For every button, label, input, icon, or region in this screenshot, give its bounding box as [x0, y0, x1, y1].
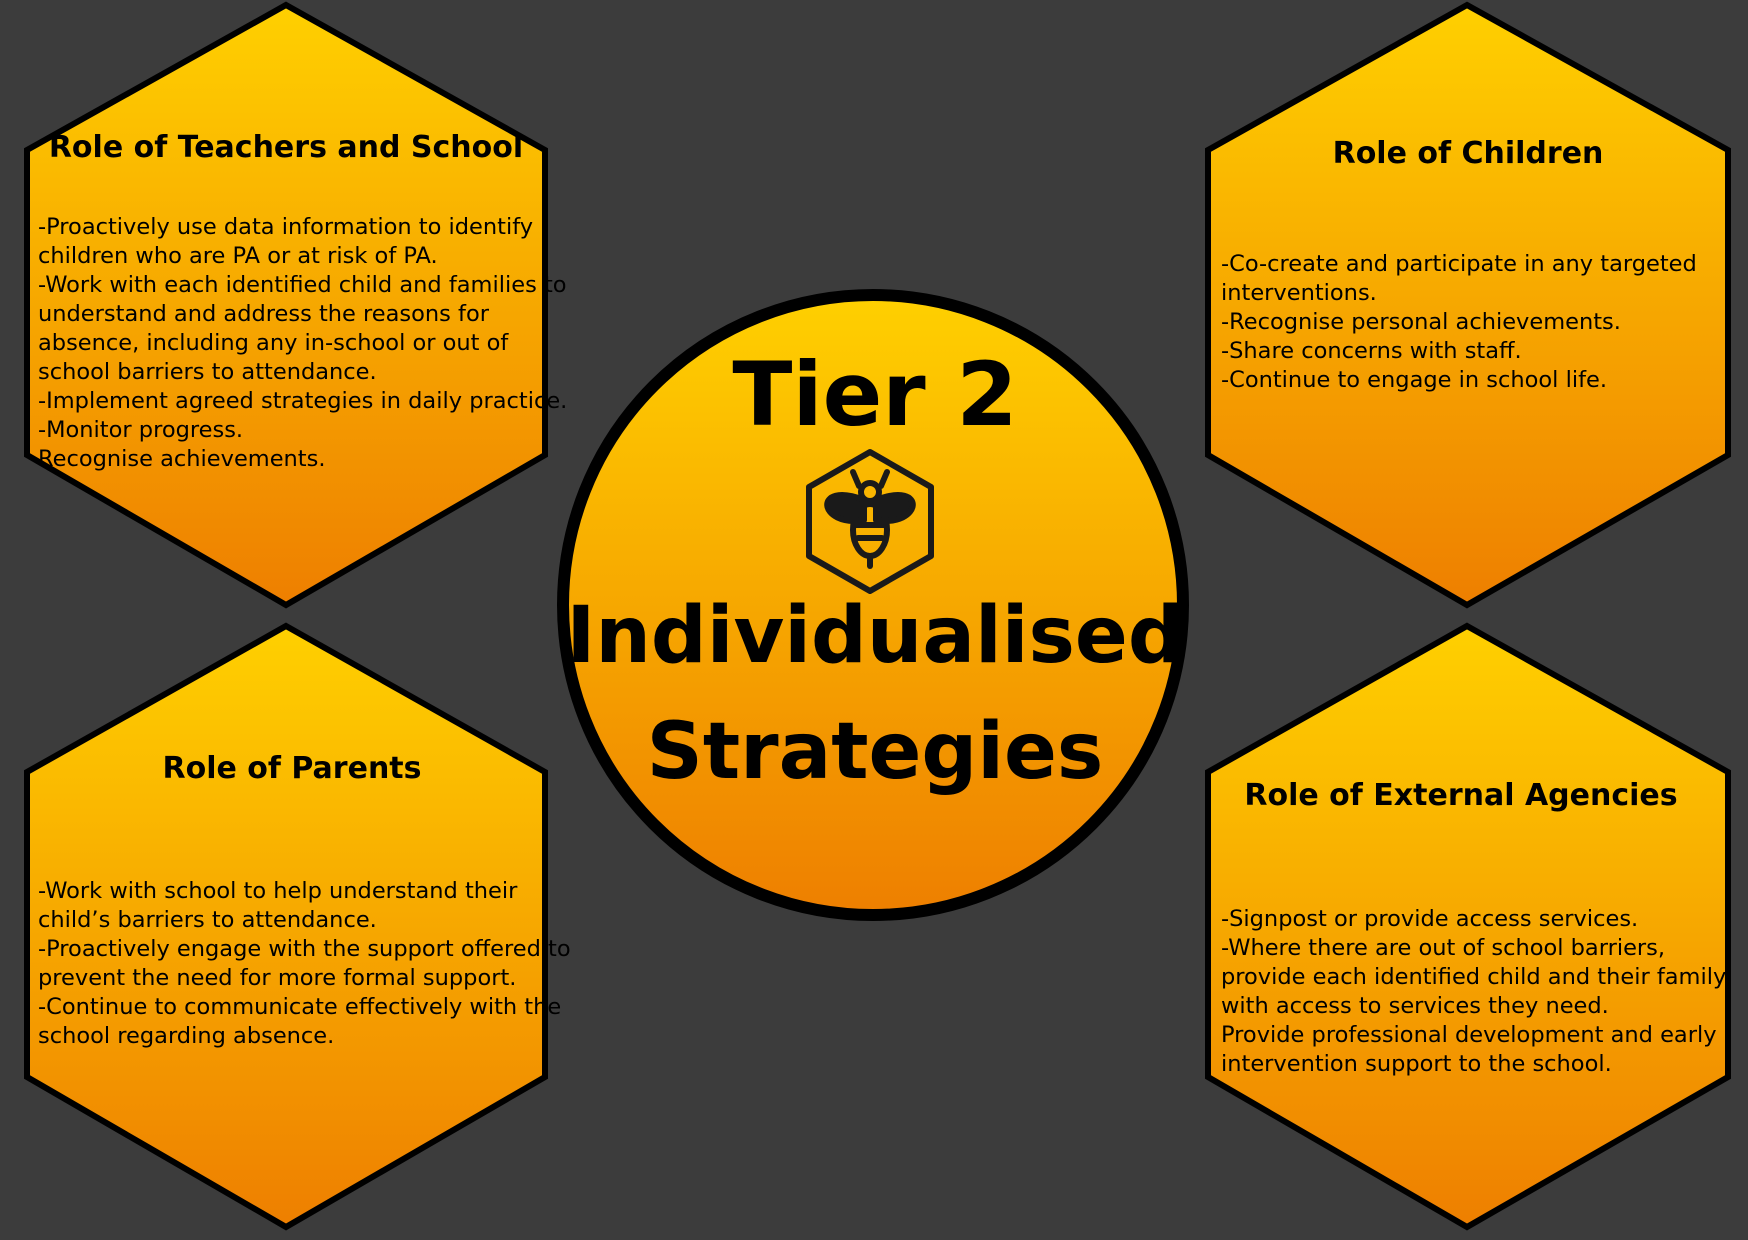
- teachers-line: understand and address the reasons for: [38, 301, 489, 327]
- parents-line: -Continue to communicate effectively wit…: [38, 994, 562, 1020]
- parents-line: prevent the need for more formal support…: [38, 965, 517, 991]
- teachers-body: -Proactively use data information to ide…: [38, 213, 567, 474]
- children-line: -Continue to engage in school life.: [1221, 367, 1608, 393]
- teachers-line: -Monitor progress.: [38, 417, 244, 443]
- teachers-line: -Work with each identified child and fam…: [38, 272, 567, 298]
- teachers-line: -Implement agreed strategies in daily pr…: [38, 388, 568, 414]
- center-title-line1: Individualised: [566, 591, 1184, 681]
- agencies-line: with access to services they need.: [1221, 993, 1609, 1019]
- agencies-line: -Where there are out of school barriers,: [1221, 935, 1666, 961]
- parents-line: -Work with school to help understand the…: [38, 878, 518, 904]
- hexagon-agencies: [1205, 622, 1731, 1231]
- bee-hexagon-icon: [806, 449, 934, 594]
- hexagon-teachers: [24, 1, 548, 609]
- children-line: -Share concerns with staff.: [1221, 338, 1522, 364]
- agencies-title: Role of External Agencies: [1244, 778, 1678, 813]
- children-line: -Co-create and participate in any target…: [1221, 251, 1697, 277]
- hexagon-parents: [24, 622, 548, 1231]
- teachers-line: school barriers to attendance.: [38, 359, 377, 385]
- parents-line: school regarding absence.: [38, 1023, 335, 1049]
- center-title-line2: Strategies: [646, 707, 1104, 797]
- children-line: -Recognise personal achievements.: [1221, 309, 1621, 335]
- agencies-line: -Signpost or provide access services.: [1221, 906, 1639, 932]
- teachers-line: Recognise achievements.: [38, 446, 326, 472]
- hexagon-children: [1205, 1, 1731, 609]
- parents-body: -Work with school to help understand the…: [38, 877, 571, 1051]
- parents-line: -Proactively engage with the support off…: [38, 936, 571, 962]
- teachers-line: absence, including any in-school or out …: [38, 330, 509, 356]
- children-title: Role of Children: [1332, 136, 1604, 171]
- agencies-line: intervention support to the school.: [1221, 1051, 1612, 1077]
- agencies-body: -Signpost or provide access services. -W…: [1221, 905, 1726, 1079]
- teachers-title: Role of Teachers and School: [48, 130, 524, 165]
- center-circle: [557, 289, 1189, 921]
- children-body: -Co-create and participate in any target…: [1221, 250, 1697, 395]
- agencies-line: Provide professional development and ear…: [1221, 1022, 1717, 1048]
- teachers-line: children who are PA or at risk of PA.: [38, 243, 438, 269]
- parents-title: Role of Parents: [162, 751, 422, 786]
- parents-line: child’s barriers to attendance.: [38, 907, 377, 933]
- teachers-line: -Proactively use data information to ide…: [38, 214, 534, 240]
- children-line: interventions.: [1221, 280, 1377, 306]
- tier-label: Tier 2: [732, 343, 1018, 446]
- agencies-line: provide each identified child and their …: [1221, 964, 1727, 990]
